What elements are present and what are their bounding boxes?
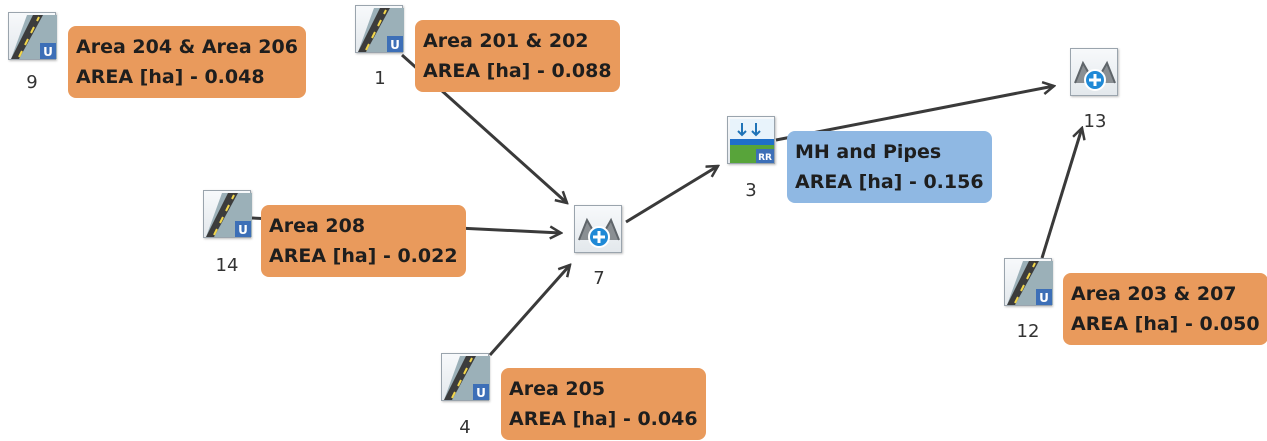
- node-14-label-box[interactable]: Area 208 AREA [ha] - 0.022: [261, 205, 466, 277]
- node-1-title: Area 201 & 202: [423, 30, 589, 52]
- node-9-title: Area 204 & Area 206: [76, 36, 298, 58]
- node-4-title: Area 205: [509, 378, 606, 400]
- node-3-area: AREA [ha] - 0.156: [795, 171, 984, 193]
- node-3-title: MH and Pipes: [795, 141, 942, 163]
- subcatchment-road-icon[interactable]: U: [441, 353, 490, 401]
- node-id-label: 7: [593, 268, 605, 289]
- svg-text:U: U: [390, 38, 400, 52]
- node-12-area: AREA [ha] - 0.050: [1071, 313, 1260, 335]
- pipe-routing-icon[interactable]: RR: [727, 116, 775, 164]
- junction-add-icon[interactable]: [574, 205, 622, 253]
- subcatchment-road-icon[interactable]: U: [8, 12, 57, 60]
- node-3-label-box[interactable]: MH and Pipes AREA [ha] - 0.156: [787, 131, 992, 203]
- svg-text:U: U: [43, 45, 53, 59]
- edge-4-to-7: [488, 265, 570, 356]
- svg-text:U: U: [1039, 291, 1049, 305]
- node-4-area: AREA [ha] - 0.046: [509, 408, 698, 430]
- node-14-area: AREA [ha] - 0.022: [269, 245, 458, 267]
- node-1-label-box[interactable]: Area 201 & 202 AREA [ha] - 0.088: [415, 20, 620, 92]
- node-12-label-box[interactable]: Area 203 & 207 AREA [ha] - 0.050: [1063, 273, 1267, 345]
- svg-text:U: U: [476, 386, 486, 400]
- node-id-label: 4: [459, 417, 471, 438]
- svg-text:U: U: [238, 223, 248, 237]
- edge-12-to-13: [1040, 128, 1082, 259]
- node-id-label: 12: [1016, 321, 1040, 342]
- edge-7-to-3: [625, 166, 718, 224]
- node-id-label: 13: [1083, 111, 1107, 132]
- subcatchment-road-icon[interactable]: U: [1004, 258, 1053, 306]
- subcatchment-road-icon[interactable]: U: [355, 5, 404, 53]
- node-1-area: AREA [ha] - 0.088: [423, 60, 612, 82]
- node-12-title: Area 203 & 207: [1071, 283, 1237, 305]
- node-id-label: 9: [26, 72, 38, 93]
- svg-text:RR: RR: [758, 153, 772, 163]
- subcatchment-road-icon[interactable]: U: [203, 190, 252, 238]
- node-4-label-box[interactable]: Area 205 AREA [ha] - 0.046: [501, 368, 706, 440]
- node-id-label: 1: [374, 68, 386, 89]
- node-id-label: 14: [215, 255, 239, 276]
- node-14-title: Area 208: [269, 215, 366, 237]
- junction-add-icon[interactable]: [1070, 48, 1118, 96]
- node-9-area: AREA [ha] - 0.048: [76, 66, 265, 88]
- node-9-label-box[interactable]: Area 204 & Area 206 AREA [ha] - 0.048: [68, 26, 306, 98]
- node-id-label: 3: [745, 180, 757, 201]
